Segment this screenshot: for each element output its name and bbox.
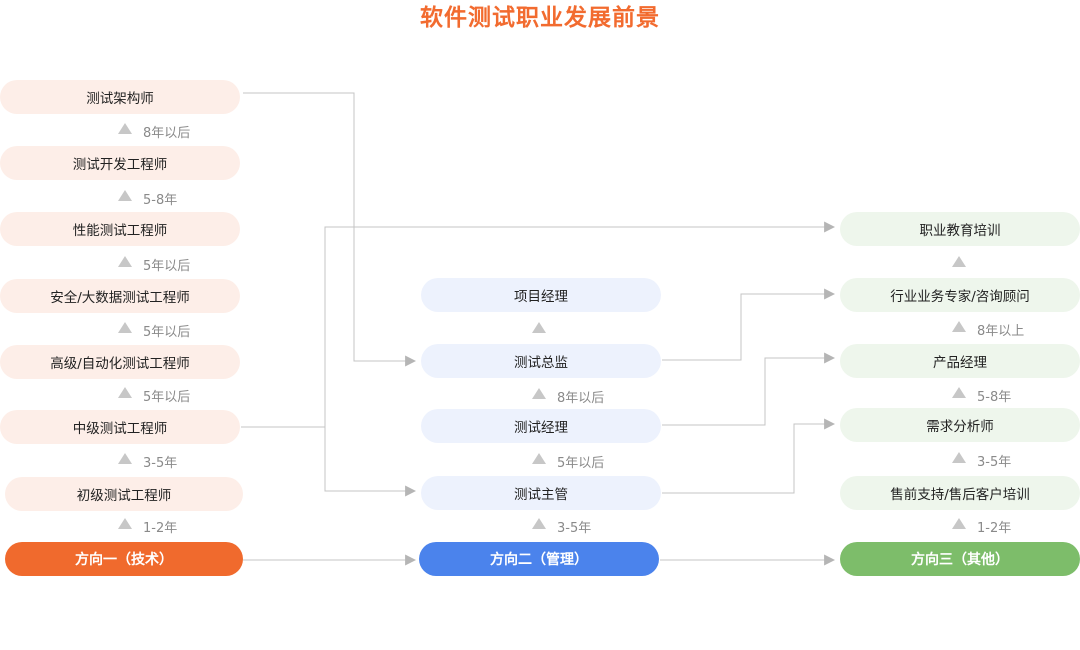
up-arrow-icon <box>532 322 546 333</box>
step-duration: 5-8年 <box>143 193 178 208</box>
arrow-supervisor-analyst <box>662 418 836 494</box>
direction-management: 方向二（管理） <box>419 542 659 576</box>
diagram-title: 软件测试职业发展前景 <box>420 5 660 31</box>
up-arrow-icon <box>952 387 966 398</box>
step-duration: 5年以后 <box>143 390 191 405</box>
up-arrow-icon <box>118 453 132 464</box>
role-test-supervisor: 测试主管 <box>421 476 661 510</box>
arrow-director-expert <box>662 288 836 361</box>
role-test-manager: 测试经理 <box>421 409 661 443</box>
step-duration: 8年以后 <box>143 126 191 141</box>
up-arrow-icon <box>952 256 966 267</box>
arrow-mid-supervisor <box>324 427 417 497</box>
up-arrow-icon <box>532 518 546 529</box>
step-duration: 1-2年 <box>977 521 1012 536</box>
role-test-dev-engineer: 测试开发工程师 <box>0 146 240 180</box>
up-arrow-icon <box>118 123 132 134</box>
role-vocational-training: 职业教育培训 <box>840 212 1080 246</box>
role-test-director: 测试总监 <box>421 344 661 378</box>
direction-technical: 方向一（技术） <box>5 542 243 576</box>
step-duration: 5年以后 <box>143 259 191 274</box>
up-arrow-icon <box>952 321 966 332</box>
step-duration: 5年以后 <box>143 325 191 340</box>
step-duration: 3-5年 <box>977 455 1012 470</box>
step-duration: 5-8年 <box>977 390 1012 405</box>
step-duration: 1-2年 <box>143 521 178 536</box>
role-senior-automation-test-engineer: 高级/自动化测试工程师 <box>0 345 240 379</box>
step-duration: 3-5年 <box>557 521 592 536</box>
role-presales-aftersales-training: 售前支持/售后客户培训 <box>840 476 1080 510</box>
role-junior-test-engineer: 初级测试工程师 <box>5 477 243 511</box>
step-duration: 3-5年 <box>143 456 178 471</box>
up-arrow-icon <box>118 387 132 398</box>
role-mid-test-engineer: 中级测试工程师 <box>0 410 240 444</box>
role-project-manager: 项目经理 <box>421 278 661 312</box>
up-arrow-icon <box>118 256 132 267</box>
role-security-bigdata-test-engineer: 安全/大数据测试工程师 <box>0 279 240 313</box>
role-industry-expert-consultant: 行业业务专家/咨询顾问 <box>840 278 1080 312</box>
up-arrow-icon <box>952 452 966 463</box>
role-performance-test-engineer: 性能测试工程师 <box>0 212 240 246</box>
up-arrow-icon <box>118 322 132 333</box>
role-requirements-analyst: 需求分析师 <box>840 408 1080 442</box>
step-duration: 8年以上 <box>977 324 1025 339</box>
step-duration: 8年以后 <box>557 391 605 406</box>
arrow-mid-training <box>241 221 836 428</box>
role-product-manager: 产品经理 <box>840 344 1080 378</box>
up-arrow-icon <box>532 388 546 399</box>
step-duration: 5年以后 <box>557 456 605 471</box>
direction-other: 方向三（其他） <box>840 542 1080 576</box>
up-arrow-icon <box>532 453 546 464</box>
up-arrow-icon <box>952 518 966 529</box>
up-arrow-icon <box>118 518 132 529</box>
up-arrow-icon <box>118 190 132 201</box>
arrow-manager-pm <box>662 352 836 426</box>
role-test-architect: 测试架构师 <box>0 80 240 114</box>
